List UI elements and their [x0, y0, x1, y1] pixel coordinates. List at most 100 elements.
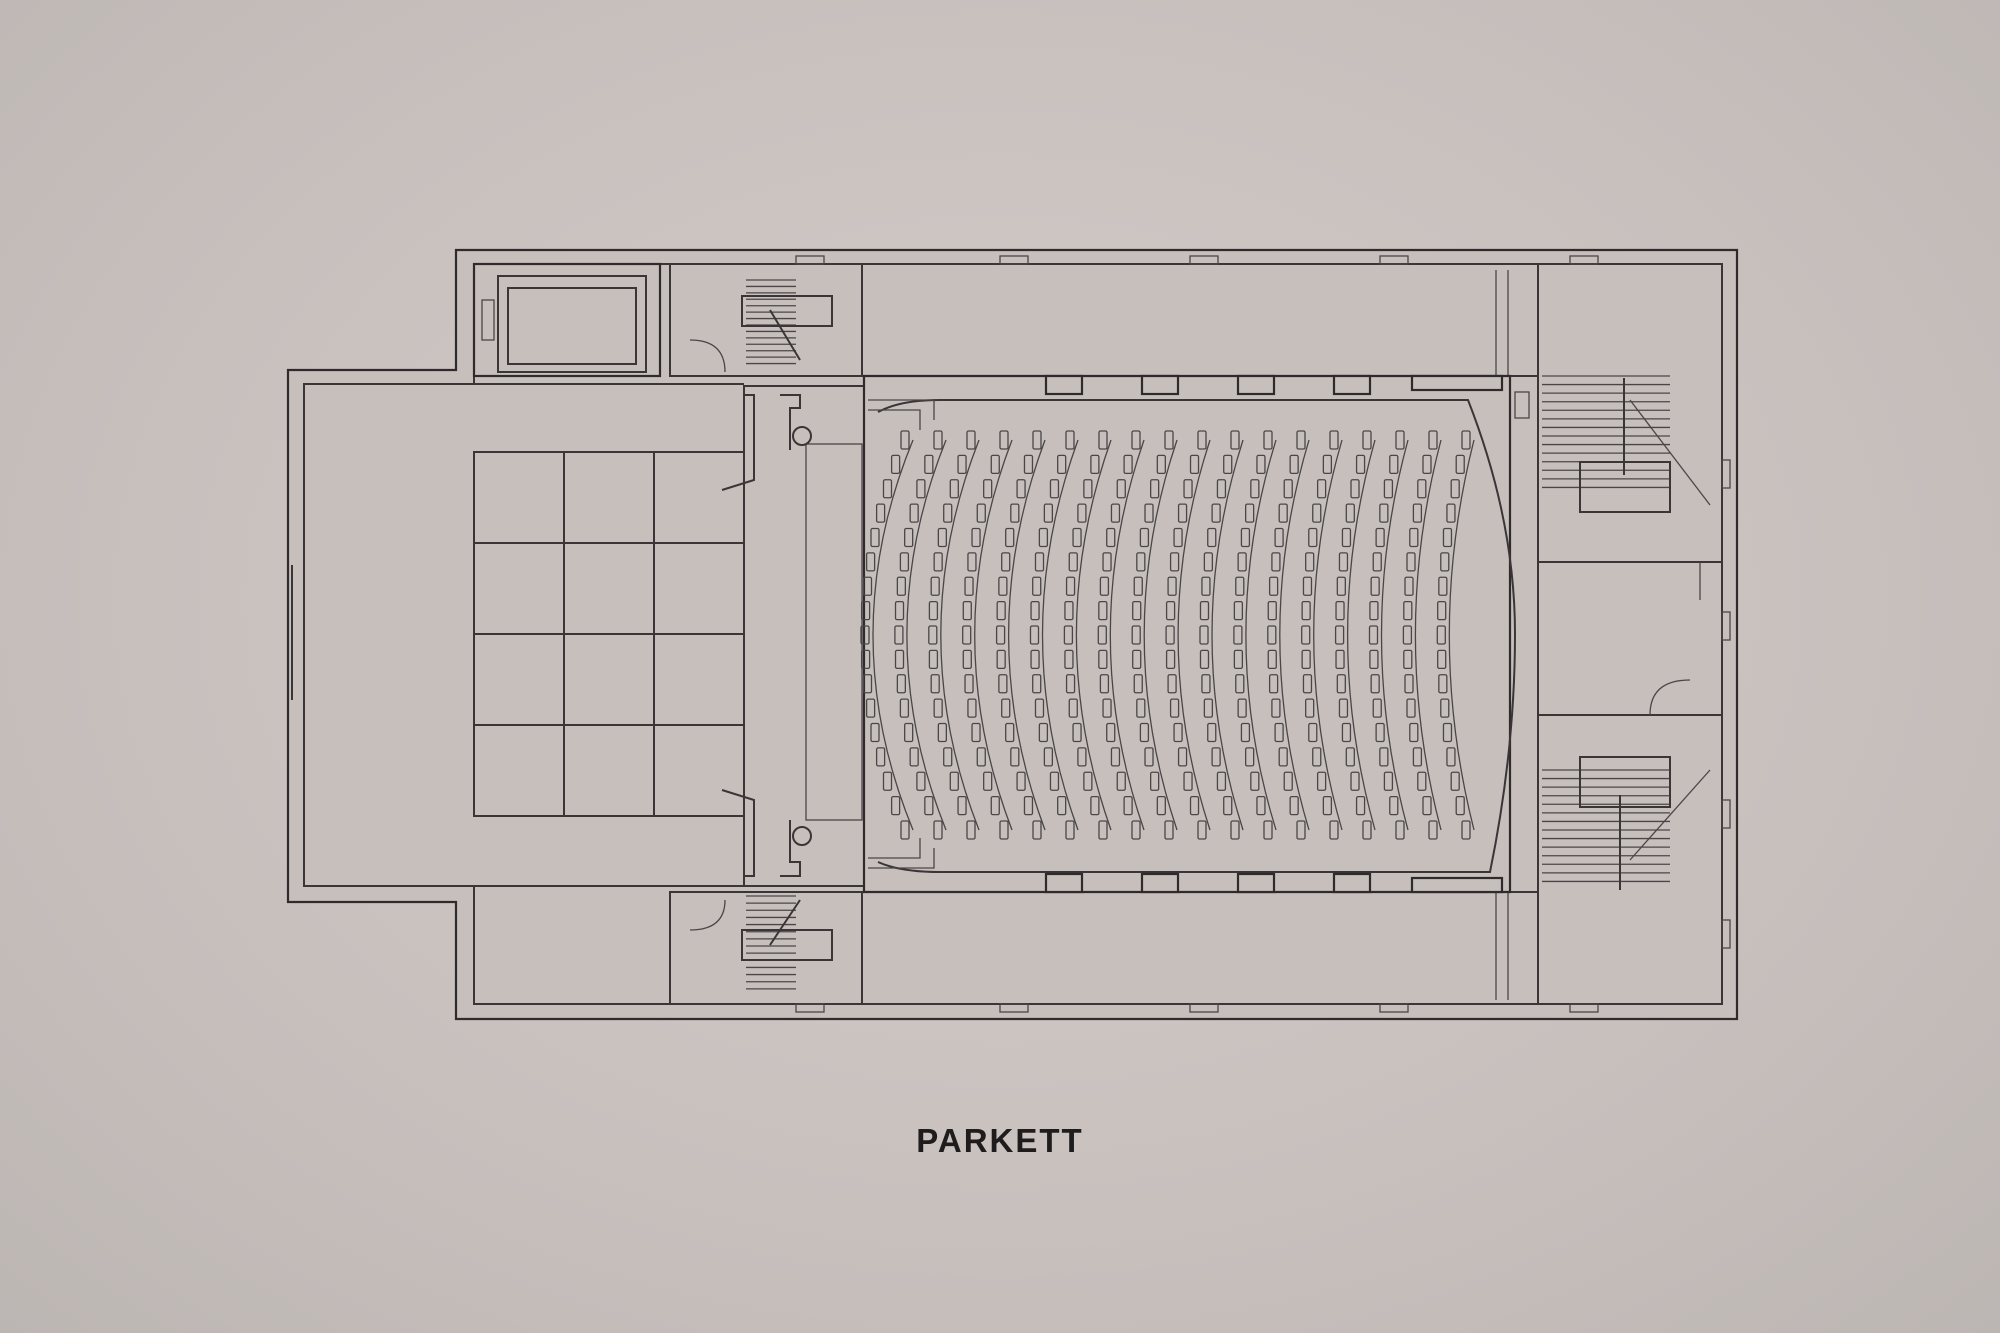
seat	[1283, 479, 1293, 499]
seat	[1197, 430, 1207, 450]
seat	[990, 795, 1000, 816]
seat	[1098, 430, 1108, 450]
row-line	[1279, 439, 1310, 831]
seat	[1038, 527, 1049, 548]
niche	[1514, 391, 1530, 419]
seat	[1016, 771, 1026, 791]
seat	[1005, 527, 1015, 548]
seat	[1102, 552, 1112, 572]
seat	[1417, 771, 1427, 791]
seat	[1271, 698, 1281, 718]
seat	[1203, 552, 1214, 572]
seat	[1034, 552, 1045, 572]
seat	[1235, 674, 1245, 694]
seat	[875, 747, 886, 767]
seat	[1001, 552, 1011, 572]
seat	[1369, 600, 1379, 621]
row-line	[1380, 439, 1409, 831]
seat	[930, 576, 940, 596]
seat	[1167, 576, 1177, 596]
seat	[1428, 430, 1438, 450]
stage-grid	[473, 451, 745, 817]
seat	[909, 503, 919, 523]
seat	[1064, 600, 1074, 621]
seat	[933, 552, 943, 572]
seat	[1289, 795, 1299, 816]
window	[1379, 255, 1409, 265]
pier	[1332, 872, 1372, 894]
seat	[1395, 820, 1405, 840]
seat	[1057, 454, 1067, 475]
pier	[1332, 374, 1372, 396]
row-line	[1075, 439, 1112, 831]
seat	[1301, 625, 1311, 645]
row-line	[1109, 439, 1145, 831]
window	[999, 255, 1029, 265]
seat	[1389, 795, 1399, 816]
seat	[890, 795, 901, 816]
seat	[999, 820, 1009, 840]
seat	[996, 649, 1006, 670]
seat	[1189, 795, 1200, 816]
seat	[1049, 479, 1060, 499]
pier	[1410, 876, 1504, 894]
seat	[1428, 820, 1438, 840]
seat	[1316, 771, 1327, 791]
seat	[1379, 503, 1389, 523]
seat	[1268, 674, 1279, 694]
seat	[971, 722, 981, 743]
seat	[962, 625, 972, 645]
row-line	[1211, 439, 1244, 831]
seat	[1110, 747, 1121, 767]
window	[1721, 919, 1731, 949]
seat	[1455, 454, 1465, 475]
stage-area	[291, 383, 745, 887]
seat	[1164, 430, 1174, 450]
row-line	[1448, 439, 1475, 831]
window	[795, 255, 825, 265]
seat	[1412, 503, 1423, 523]
row-line	[1346, 439, 1376, 831]
seat	[900, 820, 910, 840]
seat	[1136, 552, 1146, 572]
seat	[1345, 747, 1355, 767]
seat	[870, 722, 880, 743]
seat	[1305, 552, 1315, 572]
seat	[971, 527, 981, 548]
seat	[896, 576, 906, 596]
seat	[1267, 600, 1277, 621]
pier	[1236, 374, 1276, 396]
seat	[1461, 820, 1471, 840]
seat	[862, 674, 873, 694]
seat	[1403, 649, 1413, 670]
seat	[909, 747, 919, 767]
seat	[964, 674, 974, 694]
seat	[862, 576, 873, 596]
row-line	[974, 439, 1013, 831]
seat	[928, 600, 939, 621]
seat	[1077, 747, 1087, 767]
seat	[966, 820, 976, 840]
seat	[904, 527, 914, 548]
seat	[1237, 552, 1247, 572]
seat	[1250, 479, 1260, 499]
seat	[882, 479, 893, 499]
seat	[870, 527, 880, 548]
row-line	[1245, 439, 1277, 831]
seat	[1139, 527, 1150, 548]
row-line	[940, 439, 980, 831]
seat	[1077, 503, 1087, 523]
window	[1569, 1003, 1599, 1013]
row-line	[1414, 439, 1442, 831]
seat	[1164, 820, 1174, 840]
seat	[1345, 503, 1355, 523]
seat	[1274, 527, 1284, 548]
seat	[1173, 722, 1183, 743]
seat	[916, 479, 926, 499]
seat	[1308, 722, 1318, 743]
seat	[865, 698, 876, 718]
seat	[1379, 747, 1389, 767]
seat	[1240, 722, 1251, 743]
seat	[996, 600, 1006, 621]
seat	[1090, 454, 1100, 475]
